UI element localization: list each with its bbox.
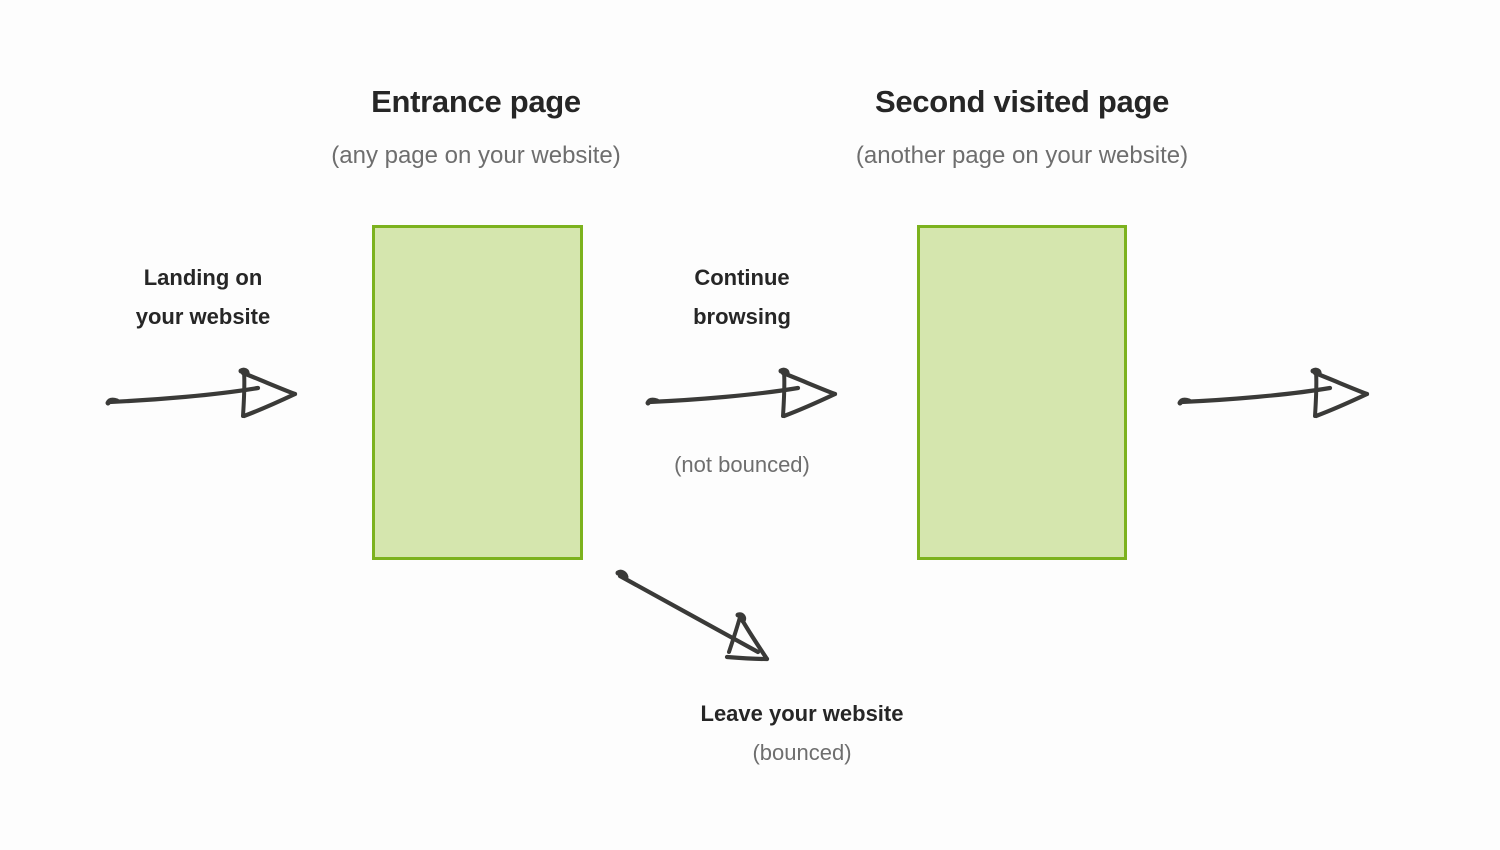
second-visited-page-box <box>917 225 1127 560</box>
second-visited-page-subtitle: (another page on your website) <box>855 142 1189 169</box>
second-visited-page-heading: Second visited page <box>874 84 1170 119</box>
continue-browsing-label-line1: Continue <box>694 265 790 290</box>
entrance-page-subtitle: (any page on your website) <box>331 142 621 169</box>
landing-step-label-line1: Landing on <box>143 265 263 290</box>
bounced-note: (bounced) <box>752 740 852 765</box>
leave-website-arrow <box>612 566 797 676</box>
entrance-page-heading: Entrance page <box>371 84 581 119</box>
entrance-page-box <box>372 225 583 560</box>
landing-arrow <box>105 366 301 422</box>
landing-step-label: Landing on your website <box>103 258 303 336</box>
continue-browsing-arrow <box>645 366 841 422</box>
not-bounced-note: (not bounced) <box>674 452 810 477</box>
exit-arrow <box>1177 366 1373 422</box>
continue-browsing-label-line2: browsing <box>693 304 791 330</box>
leave-website-label: Leave your website <box>700 701 904 726</box>
continue-browsing-label: Continue browsing <box>642 258 842 336</box>
landing-step-label-line2: your website <box>135 304 271 330</box>
